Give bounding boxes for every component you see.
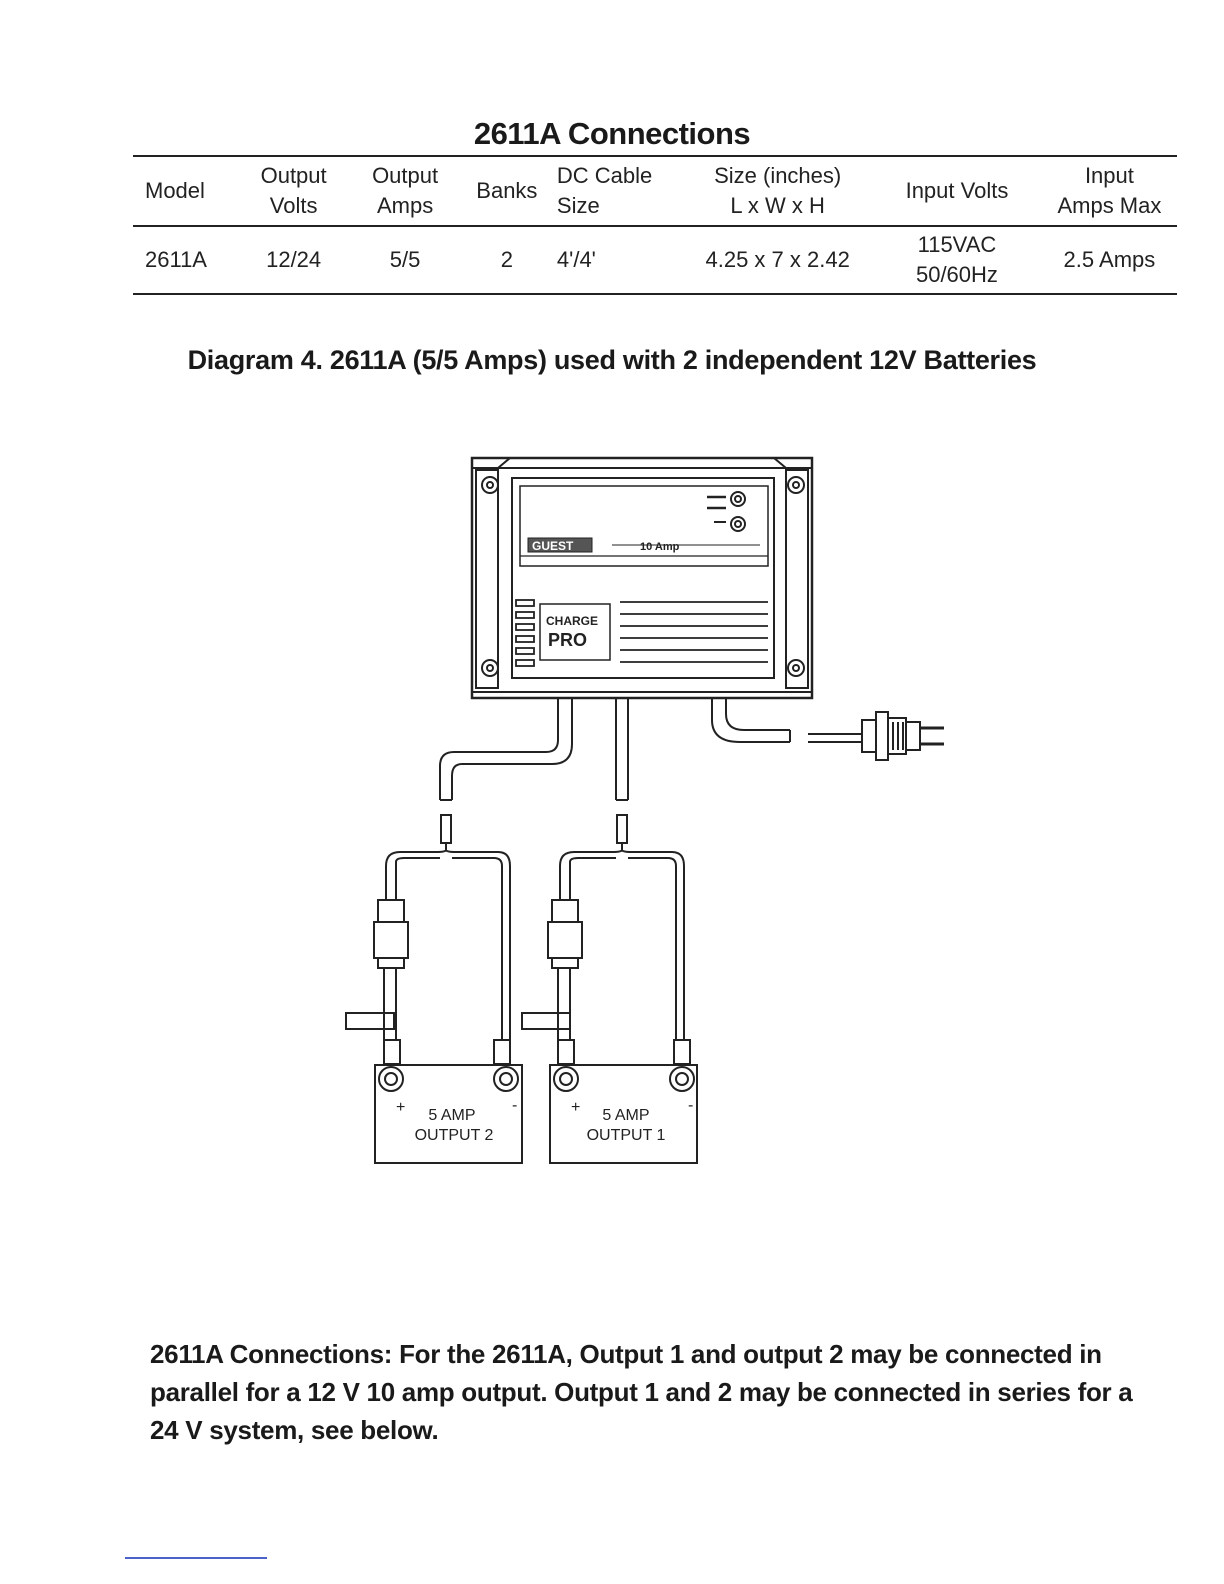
battery-1-label: OUTPUT 1: [587, 1127, 666, 1144]
status-led-icon: [707, 491, 746, 532]
cell-banks: 2: [460, 226, 553, 295]
header-size-inches: Size (inches)L x W x H: [683, 155, 873, 227]
diagram-caption: Diagram 4. 2611A (5/5 Amps) used with 2 …: [187, 345, 1037, 375]
header-model: Model: [133, 155, 238, 227]
battery-output-2: [374, 1064, 523, 1164]
charger-unit: [470, 456, 814, 700]
output-cable-2: [345, 698, 573, 1065]
charger-logo-line2: PRO: [548, 630, 587, 650]
header-input-volts: Input Volts: [872, 155, 1042, 227]
cell-output-amps: 5/5: [349, 226, 461, 295]
battery-1-plus: +: [571, 1099, 580, 1116]
header-banks: Banks: [460, 155, 553, 227]
battery-2-label: OUTPUT 2: [415, 1127, 494, 1144]
charger-logo-line1: CHARGE: [546, 614, 598, 628]
table-row: 2611A 12/24 5/5 2 4'/4' 4.25 x 7 x 2.42 …: [133, 226, 1177, 295]
connections-paragraph: 2611A Connections: For the 2611A, Output…: [150, 1339, 1133, 1445]
charger-brand: GUEST: [532, 539, 574, 553]
cell-size-inches: 4.25 x 7 x 2.42: [683, 226, 873, 295]
vent-slots: [515, 599, 768, 667]
battery-output-1: [549, 1064, 698, 1164]
ac-plug-icon: [861, 711, 944, 761]
footer-rule: [125, 1557, 267, 1559]
charger-rating: 10 Amp: [640, 541, 680, 553]
screw-icon: [481, 476, 805, 677]
battery-1-minus: -: [688, 1097, 693, 1114]
cell-input-amps-max: 2.5 Amps: [1041, 226, 1177, 295]
page-title: 2611A Connections: [473, 116, 751, 151]
battery-1-rating: 5 AMP: [602, 1107, 649, 1124]
battery-2-plus: +: [396, 1099, 405, 1116]
battery-2-rating: 5 AMP: [428, 1107, 475, 1124]
battery-2-minus: -: [512, 1097, 517, 1114]
cell-model: 2611A: [133, 226, 238, 295]
cell-dc-cable-size: 4'/4': [552, 226, 684, 295]
cell-output-volts: 12/24: [237, 226, 350, 295]
ac-power-cord: [711, 698, 862, 743]
